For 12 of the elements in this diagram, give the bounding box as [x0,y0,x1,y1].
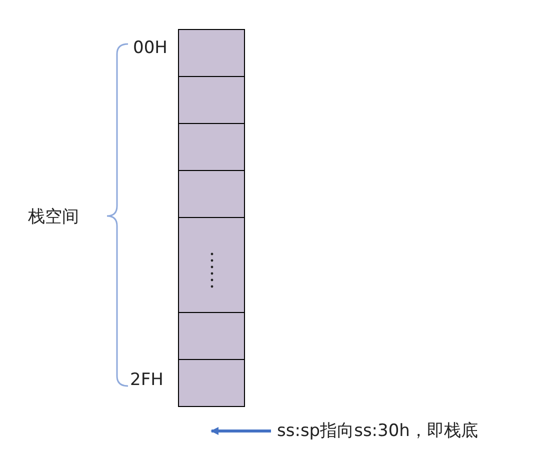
arrow [210,427,271,435]
pointer-note: ss:sp指向ss:30h，即栈底 [277,421,478,441]
address-label: 2FH [130,370,164,390]
memory-cell [178,29,245,77]
memory-cell [178,170,245,218]
memory-cell [178,123,245,171]
memory-cell [178,312,245,360]
memory-cell [178,76,245,124]
memory-cell [178,217,245,313]
address-label: 00H [133,38,168,58]
memory-cell [178,359,245,407]
brace-label: 栈空间 [28,207,79,227]
